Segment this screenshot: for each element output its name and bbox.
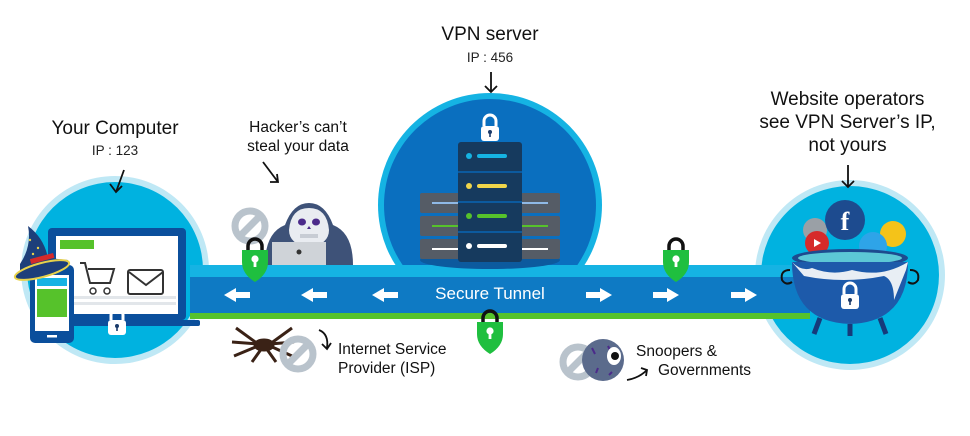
snoopers-label: Snoopers & Governments xyxy=(636,342,751,380)
arrow-right-icon xyxy=(731,288,757,302)
your-computer-ip: IP : 123 xyxy=(91,143,139,158)
vpn-server-title: VPN server xyxy=(441,24,539,45)
hacker-caption-line2: steal your data xyxy=(247,138,349,155)
arrow-down-icon xyxy=(841,165,855,189)
spider-icon xyxy=(231,326,295,363)
tunnel-arrows xyxy=(224,288,757,302)
server-icon xyxy=(420,142,560,269)
hacker-caption-line1: Hacker’s can’t xyxy=(249,119,347,136)
isp-label-line1: Internet Service xyxy=(338,341,447,358)
svg-text:f: f xyxy=(841,207,850,236)
isp-label-line2: Provider (ISP) xyxy=(338,360,436,377)
arrow-left-icon xyxy=(372,288,398,302)
no-sign-icon xyxy=(235,211,265,241)
snooper-eye-icon xyxy=(582,339,624,381)
arrow-curve-icon xyxy=(626,367,649,381)
vpn-server-ip: IP : 456 xyxy=(466,50,514,65)
website-caption: Website operators see VPN Server’s IP, n… xyxy=(740,88,955,157)
wizard-hat-icon xyxy=(13,226,71,281)
phone-icon xyxy=(30,265,74,343)
isp-label: Internet Service Provider (ISP) xyxy=(338,340,447,378)
arrow-down-icon xyxy=(484,72,498,94)
website-caption-line3: not yours xyxy=(808,135,887,156)
snoopers-label-line1: Snoopers & xyxy=(636,343,717,360)
tunnel-label: Secure Tunnel xyxy=(435,284,545,303)
laptop-icon xyxy=(40,228,200,326)
arrow-curve-icon xyxy=(318,329,332,351)
secure-tunnel xyxy=(190,265,810,319)
your-computer-title: Your Computer xyxy=(51,118,179,139)
hacker-caption: Hacker’s can’t steal your data xyxy=(228,118,368,156)
snoopers-label-line2: Governments xyxy=(658,362,752,379)
arrow-right-icon xyxy=(653,288,679,302)
arrow-right-icon xyxy=(586,288,612,302)
snapchat-icon xyxy=(880,221,906,247)
website-caption-line1: Website operators xyxy=(770,89,925,110)
pointer-arrows xyxy=(109,72,855,381)
arrow-down-icon xyxy=(262,161,280,183)
hacker-icon xyxy=(265,203,353,265)
arrow-left-icon xyxy=(301,288,327,302)
cauldron-icon: f xyxy=(780,200,920,336)
arrow-down-icon xyxy=(109,169,125,194)
arrow-left-icon xyxy=(224,288,250,302)
shopping-cart-icon xyxy=(80,262,116,295)
facebook-icon xyxy=(825,200,865,240)
mail-icon xyxy=(127,269,164,295)
website-caption-line2: see VPN Server’s IP, xyxy=(759,112,936,133)
